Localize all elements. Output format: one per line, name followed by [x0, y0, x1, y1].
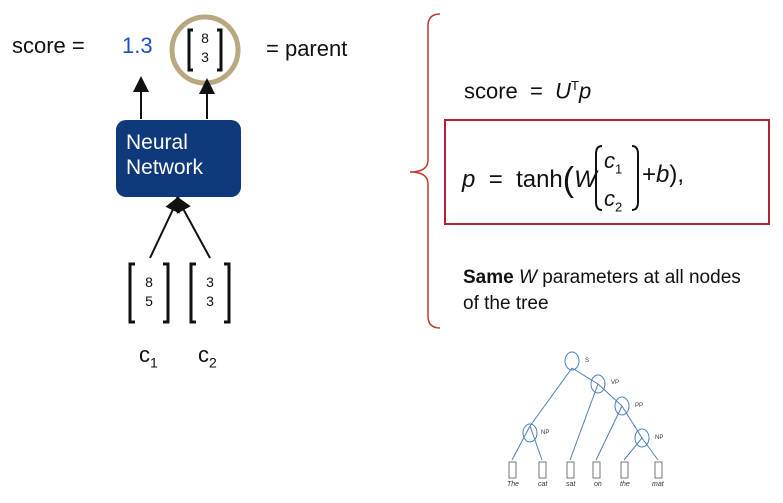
tree-word-2: cat — [538, 481, 548, 488]
c1-left-bracket — [128, 262, 135, 324]
c1-right-bracket — [163, 262, 170, 324]
c1-entry: c1 — [604, 148, 623, 177]
c-vector: c1 c2 — [604, 146, 622, 223]
tree-word-1: The — [507, 481, 520, 488]
tree-label-pp: PP — [635, 403, 644, 409]
parent-vector-top: 8 — [201, 30, 209, 46]
c2-entry: c2 — [604, 186, 623, 215]
child2-bottom: 3 — [206, 293, 214, 309]
shared-parameters-note: Same W parameters at all nodes of the tr… — [463, 267, 741, 314]
parent-vector: 8 3 — [190, 29, 220, 67]
score-label: score = — [12, 33, 85, 58]
tree-label-vp: VP — [611, 380, 620, 386]
parse-tree-illustration — [508, 351, 663, 479]
neural-network-box: Neural Network — [116, 120, 241, 197]
parent-vector-bottom: 3 — [201, 49, 209, 65]
p-equation-box — [444, 119, 770, 225]
c2-right-bracket — [224, 262, 231, 324]
p-equation-tail: +b), — [642, 161, 685, 188]
score-equation: score = UTp — [464, 78, 592, 104]
network-label-line1: Neural — [126, 131, 188, 154]
tree-word-3: sat — [566, 481, 576, 488]
child2-top: 3 — [206, 274, 214, 290]
child1-top: 8 — [145, 274, 153, 290]
parent-label: = parent — [266, 36, 348, 61]
tree-label-s: S — [585, 358, 590, 364]
c-vector-brackets — [595, 145, 639, 211]
curly-brace — [409, 13, 441, 329]
tree-word-6: mat — [652, 481, 664, 488]
child-vector-2: 3 3 — [195, 273, 225, 311]
child1-bottom: 5 — [145, 293, 153, 309]
p-equation: p = tanh(W — [462, 161, 597, 199]
tree-word-5: the — [620, 481, 630, 488]
network-label-line2: Network — [126, 156, 204, 179]
c2-left-bracket — [189, 262, 196, 324]
tree-label-np2: NP — [655, 435, 664, 441]
score-value: 1.3 — [122, 33, 153, 58]
arrow-from-c1 — [149, 195, 180, 259]
arrow-from-c2 — [176, 195, 211, 259]
tree-word-4: on — [594, 481, 602, 488]
child-label-1: c1 — [139, 342, 158, 371]
child-vector-1: 8 5 — [134, 273, 164, 311]
tree-label-np1: NP — [541, 430, 550, 436]
child-label-2: c2 — [198, 342, 217, 371]
